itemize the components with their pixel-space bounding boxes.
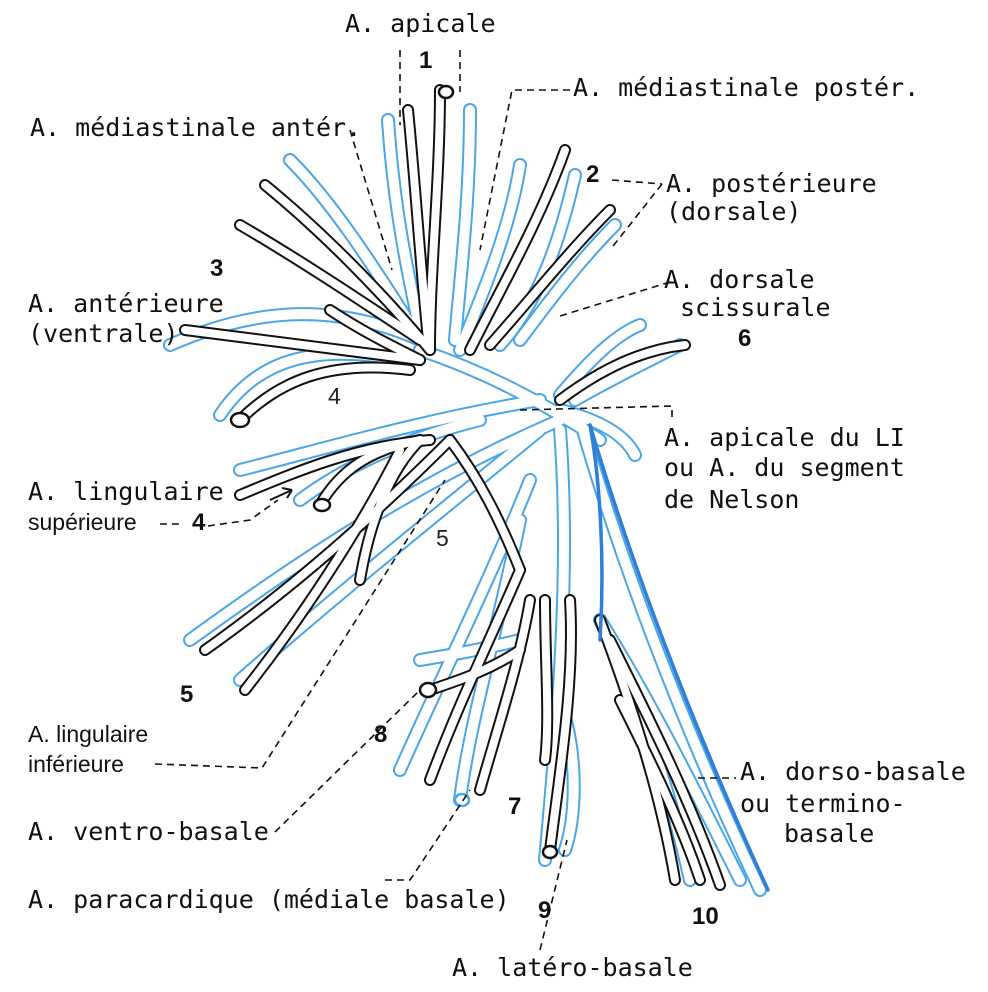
cut-end-latero [543, 846, 557, 858]
segment-number-2: 2 [586, 161, 599, 188]
label-dorso-basale-1: A. dorso-basale [740, 757, 966, 786]
label-anterieure-2: (ventrale) [28, 319, 179, 348]
segment-number-1: 1 [419, 47, 432, 74]
segment-number-10: 10 [692, 903, 719, 930]
segment-number-9: 9 [538, 897, 551, 924]
cut-end-paracardiac [420, 683, 436, 697]
label-paracardique: A. paracardique (médiale basale) [28, 885, 510, 914]
segment-number-7: 7 [508, 793, 521, 820]
bcore-18 [480, 600, 530, 790]
label-mediastinale-poster: A. médiastinale postér. [573, 73, 919, 102]
label-lingulaire-inf-2: inférieure [28, 751, 124, 777]
black-vessel-cores [185, 90, 720, 885]
segment-number-4-label: 4 [192, 509, 206, 536]
bcore-20 [545, 600, 547, 760]
labels: A. apicale A. médiastinale postér. A. mé… [28, 9, 966, 982]
label-lingulaire-sup-1: A. lingulaire [28, 477, 224, 506]
label-apicale-LI-2: ou A. du segment [664, 453, 905, 482]
label-lingulaire-sup-2: supérieure [28, 509, 137, 535]
label-dorso-basale-2: ou termino- [740, 789, 906, 818]
label-posterieure-2: (dorsale) [666, 197, 801, 226]
label-latero-basale: A. latéro-basale [452, 953, 693, 982]
label-anterieure-1: A. antérieure [28, 289, 224, 318]
label-posterieure-1: A. postérieure [666, 169, 877, 198]
leader-dorsale-scissurale [560, 282, 670, 316]
label-lingulaire-inf-1: A. lingulaire [28, 721, 148, 747]
label-dorsale-scissurale-2: scissurale [680, 293, 831, 322]
label-dorsale-scissurale-1: A. dorsale [664, 265, 815, 294]
segment-number-5-center: 5 [436, 525, 449, 551]
label-ventro-basale: A. ventro-basale [28, 817, 269, 846]
core-1 [455, 110, 470, 340]
cut-end-lingula-sup [314, 499, 330, 511]
segment-number-3: 3 [210, 255, 223, 282]
segment-number-8: 8 [374, 721, 387, 748]
segment-number-4-center: 4 [328, 383, 341, 409]
label-dorso-basale-3: basale [784, 819, 874, 848]
cut-end-apical [439, 86, 453, 98]
label-apicale-LI-1: A. apicale du LI [664, 423, 905, 452]
segment-number-6: 6 [738, 325, 751, 352]
label-apicale: A. apicale [345, 9, 496, 38]
label-apicale-LI-3: de Nelson [664, 485, 799, 514]
leader-posterieure [610, 180, 662, 250]
cut-end-anterior [231, 413, 249, 427]
segment-number-5-bottom: 5 [180, 681, 193, 708]
label-mediastinale-anter: A. médiastinale antér. [30, 113, 361, 142]
